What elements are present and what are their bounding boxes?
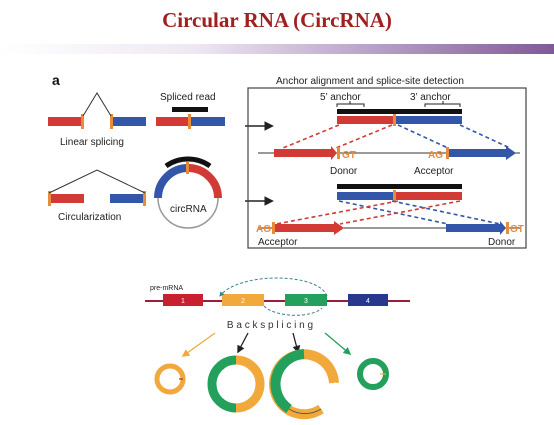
spliced-read-label: Spliced read (160, 92, 216, 103)
circrna-label: circRNA (170, 204, 207, 215)
circrna-ring (154, 156, 222, 229)
circrna-exon2-3: 3 2 (207, 355, 265, 413)
arrow-green (324, 332, 352, 356)
spliced-read-bar (172, 107, 208, 112)
read-bar-upper (337, 109, 462, 114)
circularization-exons (48, 169, 146, 206)
circrna-exon2-3-intron: 3 2 (269, 349, 339, 420)
arrow-black-2 (292, 332, 301, 354)
exon-2-label: 2 (241, 298, 245, 305)
backsplice-arc-lower (263, 305, 323, 316)
genome-lower (272, 221, 509, 235)
arrow-orange (181, 332, 216, 357)
ag-upper: AG (428, 150, 443, 161)
read-upper (337, 114, 462, 126)
linear-splicing-exons (48, 92, 146, 129)
ring2-exon-2: 2 (250, 383, 254, 389)
circularization-label: Circularization (58, 212, 121, 223)
read-bar-lower (337, 184, 462, 189)
anchor-5-label: 5’ anchor (320, 92, 361, 103)
acceptor-upper: Acceptor (414, 166, 454, 177)
ring3-exon-3: 3 (280, 383, 284, 389)
backsplicing-label: B a c k s p l i c i n g (227, 320, 313, 331)
donor-lower: Donor (488, 237, 516, 248)
spliced-read-exons (156, 114, 225, 129)
exon-4-label: 4 (366, 298, 370, 305)
exon-2 (222, 294, 264, 306)
exon-3 (285, 294, 327, 306)
donor-upper: Donor (330, 166, 358, 177)
linear-splicing-label: Linear splicing (60, 137, 124, 148)
page-title: Circular RNA (CircRNA) (162, 8, 392, 32)
circrna-exon2 (154, 363, 186, 395)
ring3-exon-2: 2 (333, 383, 337, 389)
exon-1-label: 1 (181, 298, 185, 305)
arrow-black-1 (237, 332, 249, 354)
exon-3-label: 3 (304, 298, 308, 305)
anchor-3-label: 3’ anchor (410, 92, 451, 103)
ring2-exon-3: 3 (219, 383, 223, 389)
pre-mrna-label: pre-mRNA (150, 285, 183, 292)
backsplice-arc-upper (219, 277, 328, 297)
exon-1 (163, 294, 203, 306)
ag-lower: AG (256, 224, 271, 235)
acceptor-lower: Acceptor (258, 237, 298, 248)
anchor-alignment-box (247, 87, 527, 249)
panel-letter: a (52, 72, 60, 88)
genome-upper (274, 146, 516, 160)
exon-4 (348, 294, 388, 306)
gt-lower: GT (510, 224, 524, 235)
gt-upper: GT (342, 150, 356, 161)
read-lower (337, 190, 462, 202)
box-title: Anchor alignment and splice-site detecti… (276, 76, 464, 87)
title-underline (0, 44, 554, 54)
circrna-exon3 (357, 358, 389, 390)
